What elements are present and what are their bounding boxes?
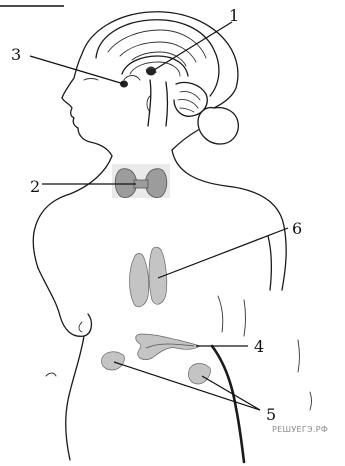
- adrenal-gland-left: [101, 352, 124, 370]
- label-2: 2: [30, 177, 40, 196]
- brain-drawing: [96, 20, 219, 126]
- lower-right-contour: [212, 346, 244, 462]
- leader-5b: [202, 376, 260, 410]
- label-4: 4: [254, 337, 264, 356]
- leader-5a: [114, 362, 260, 410]
- label-5: 5: [266, 405, 276, 424]
- adrenal-glands: [101, 352, 210, 384]
- leader-1: [154, 22, 232, 70]
- leader-3: [30, 56, 124, 84]
- pancreas: [136, 334, 200, 360]
- label-1: 1: [229, 6, 239, 25]
- watermark: РЕШУЕГЭ.РФ: [272, 425, 328, 434]
- leader-6: [158, 228, 288, 278]
- adrenal-gland-right: [188, 364, 210, 385]
- label-3: 3: [11, 45, 21, 64]
- label-6: 6: [292, 219, 302, 238]
- thyroid-gland: [112, 164, 170, 198]
